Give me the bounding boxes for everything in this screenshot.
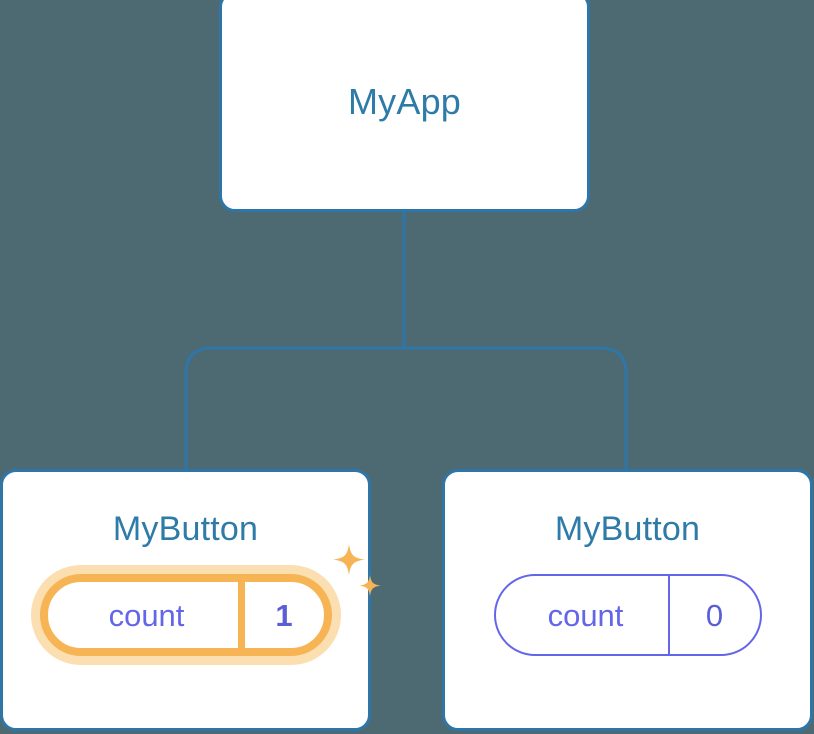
node-mybutton-right[interactable]: MyButton count 0: [442, 469, 813, 731]
state-key: count: [108, 597, 185, 633]
edge-bus-to-left-child: [184, 346, 404, 470]
state-value: 1: [237, 582, 324, 648]
state-pill-wrapper: count 1: [39, 544, 381, 656]
state-pill-wrapper: count 0: [493, 574, 762, 656]
edge-bus-to-right-child: [404, 346, 628, 470]
node-title: MyApp: [347, 80, 462, 122]
sparkle-group: [332, 544, 381, 597]
node-mybutton-left[interactable]: MyButton count 1: [0, 469, 381, 731]
state-pill[interactable]: count 0: [493, 574, 762, 656]
node-title: MyButton: [112, 510, 259, 548]
sparkle-large-icon: [332, 544, 365, 576]
state-value: 0: [667, 576, 760, 654]
state-key: count: [547, 597, 624, 633]
node-title: MyButton: [554, 510, 701, 548]
sparkle-small-icon: [358, 575, 381, 597]
node-myapp[interactable]: MyApp: [219, 0, 590, 212]
state-pill-highlighted[interactable]: count 1: [39, 574, 332, 656]
